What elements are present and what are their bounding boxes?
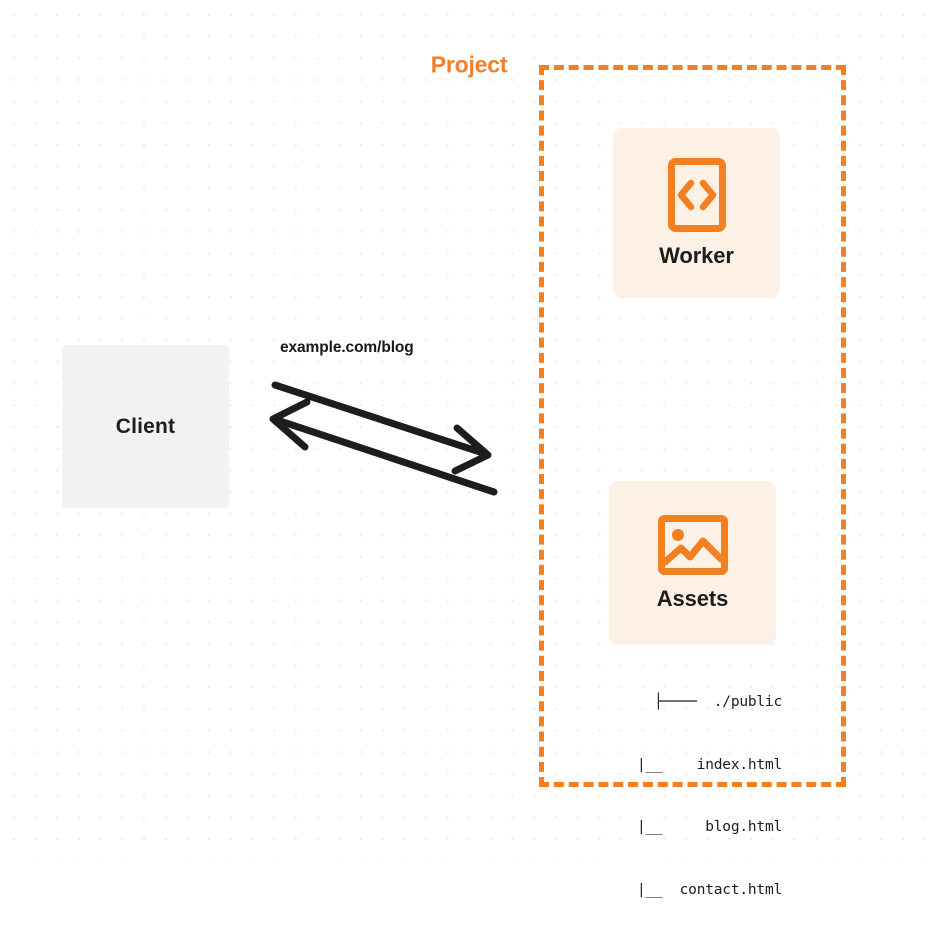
worker-node-label: Worker [659, 243, 734, 268]
connection-url-label: example.com/blog [280, 339, 414, 356]
file-tree-row: ├──── ./public [654, 693, 782, 710]
project-title: Project [423, 53, 515, 77]
response-arrow [269, 398, 498, 496]
assets-node[interactable]: Assets [609, 481, 776, 645]
client-node-label: Client [115, 414, 176, 438]
request-arrow [271, 381, 492, 475]
project-boundary [539, 65, 846, 787]
code-brackets-icon [667, 157, 727, 233]
file-tree-row: |__ blog.html [602, 819, 782, 836]
file-tree-row: |__ contact.html [602, 881, 782, 898]
diagram-canvas: Client example.com/blog Project Worker [0, 0, 938, 898]
client-node[interactable]: Client [62, 345, 229, 508]
assets-node-label: Assets [656, 586, 729, 611]
worker-node[interactable]: Worker [613, 128, 780, 298]
file-tree-row: |__ index.html [602, 756, 782, 773]
image-icon [657, 514, 729, 576]
asset-file-tree: ├──── ./public |__ index.html |__ blog.h… [586, 650, 782, 943]
